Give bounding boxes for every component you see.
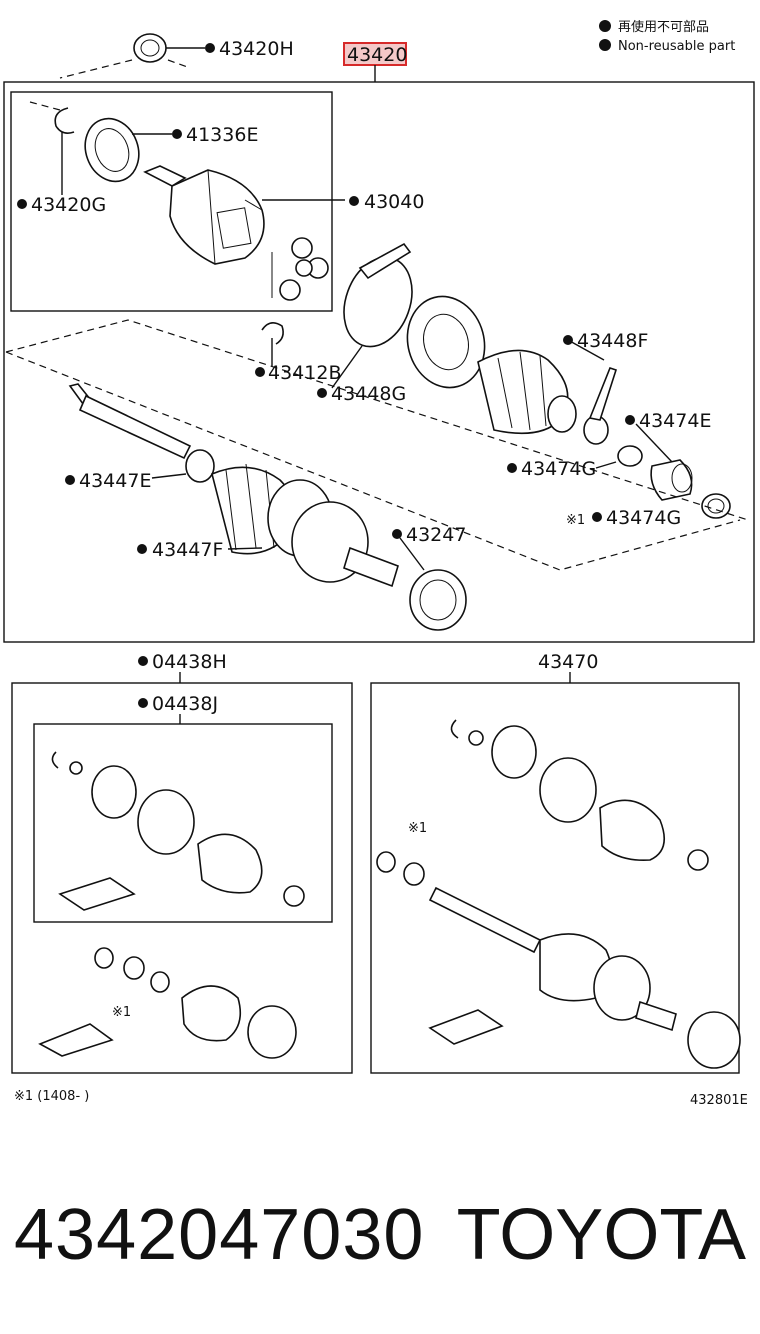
part-43474E[interactable]: 43474E [625, 410, 711, 501]
part-43448F[interactable]: 43448F [563, 330, 648, 445]
part-41336E[interactable]: 41336E [77, 111, 259, 189]
label-43470: 43470 [538, 651, 598, 673]
brand-name: TOYOTA [456, 1195, 746, 1275]
inboard-joint-frame [10, 91, 333, 312]
part-43420H[interactable]: 43420H [59, 33, 294, 79]
legend-jp: 再使用不可部品 [618, 19, 709, 35]
legend-bullet-1 [599, 20, 611, 32]
label-41336E: 41336E [186, 124, 258, 146]
label-43247: 43247 [406, 524, 466, 546]
part-label-43420[interactable]: 43420 [343, 42, 407, 82]
kit-04438H-frame [11, 682, 353, 1074]
footnote: ※1 (1408- ) [14, 1089, 89, 1104]
assembly-43470[interactable]: 43470 ※1 [370, 651, 741, 1074]
parts-diagram: 再使用不可部品 Non-reusable part 43420H 43420 4… [3, 19, 755, 1108]
diagram-code: 432801E [690, 1093, 748, 1108]
inboard-housing[interactable]: 43040 [143, 165, 424, 265]
label-43420H: 43420H [219, 38, 294, 60]
part-43474G-b[interactable]: ※1 43474G [566, 493, 731, 529]
label-43448F: 43448F [577, 330, 648, 352]
kit-04438H[interactable]: 04438H [11, 651, 353, 1074]
assembly-43420-frame [3, 81, 755, 643]
part-43448G[interactable]: 43448G [317, 242, 424, 405]
part-43474G-a[interactable]: 43474G [507, 445, 643, 480]
label-43447F: 43447F [152, 539, 223, 561]
label-43447E: 43447E [79, 470, 151, 492]
legend: 再使用不可部品 Non-reusable part [599, 19, 735, 54]
label-43040: 43040 [364, 191, 424, 213]
part-43247[interactable]: 43247 [392, 524, 467, 631]
note-mark-1: ※1 [566, 513, 585, 528]
footer: 4342047030 TOYOTA [0, 1190, 760, 1280]
legend-bullet-2 [599, 39, 611, 51]
part-43420G[interactable]: 43420G [17, 107, 106, 216]
shaft-group-outline [5, 101, 749, 521]
label-43474E: 43474E [639, 410, 711, 432]
tripod-spider[interactable] [271, 237, 329, 301]
kit-04438J-frame [33, 723, 333, 923]
note-mark-2: ※1 [112, 1005, 131, 1020]
label-43420G: 43420G [31, 194, 106, 216]
part-number: 4342047030 [14, 1195, 425, 1275]
outboard-boot[interactable]: 43447F [137, 463, 399, 588]
assembly-43470-frame [370, 682, 740, 1074]
kit-04438H-parts: ※1 [38, 947, 297, 1059]
label-43420: 43420 [347, 44, 407, 66]
legend-en: Non-reusable part [618, 39, 735, 54]
note-mark-3: ※1 [408, 821, 427, 836]
inboard-boot[interactable] [397, 288, 577, 435]
label-04438J: 04438J [152, 693, 218, 715]
part-43412B[interactable]: 43412B [255, 322, 341, 384]
drive-shaft[interactable]: 43447E [65, 383, 215, 492]
kit-04438J[interactable]: 04438J [33, 693, 333, 923]
label-43474G-b: 43474G [606, 507, 681, 529]
label-43412B: 43412B [268, 362, 341, 384]
label-04438H: 04438H [152, 651, 227, 673]
label-43474G-a: 43474G [521, 458, 596, 480]
label-43448G: 43448G [331, 383, 406, 405]
